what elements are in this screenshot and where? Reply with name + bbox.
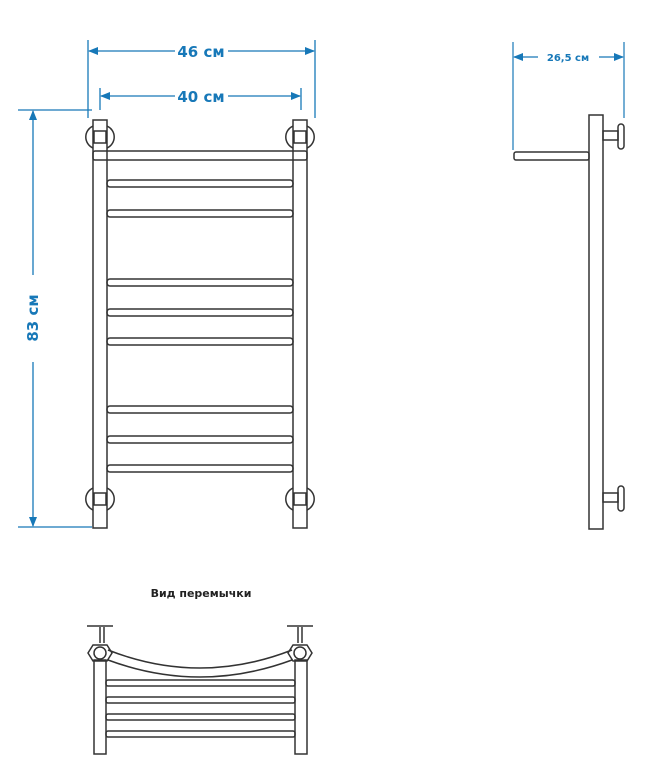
rung <box>106 464 294 473</box>
side-view <box>513 114 625 530</box>
side-dimensions <box>512 42 625 150</box>
rungs <box>106 179 294 473</box>
side-post <box>588 114 604 530</box>
left-post <box>92 119 108 529</box>
jumper-left-post <box>93 659 107 755</box>
rung <box>106 337 294 346</box>
rung <box>106 179 294 188</box>
jumper-view <box>87 625 313 755</box>
jumper-rung <box>105 696 296 704</box>
jumper-rung <box>105 730 296 738</box>
side-top-mount <box>602 130 619 141</box>
rung <box>106 308 294 317</box>
side-top-flange <box>617 123 625 150</box>
width-inner-label: 40 см <box>177 88 224 106</box>
jumper-right-post <box>294 659 308 755</box>
bottom-right-fitting <box>285 487 315 511</box>
rung <box>106 209 294 218</box>
jumper-left-nut <box>87 644 113 662</box>
top-right-fitting <box>285 125 315 149</box>
rung <box>106 405 294 414</box>
top-crossbar <box>92 150 308 161</box>
width-outer-label: 46 см <box>177 43 224 61</box>
bottom-left-fitting <box>85 487 115 511</box>
front-dimensions <box>18 40 316 528</box>
jumper-arc <box>107 649 293 669</box>
rung <box>106 278 294 287</box>
jumper-right-nut <box>287 644 313 662</box>
height-label: 83 см <box>24 294 42 341</box>
side-top-bar <box>513 151 590 161</box>
depth-label: 26,5 см <box>547 53 589 64</box>
jumper-rung <box>105 679 296 687</box>
right-post <box>292 119 308 529</box>
section-title: Вид перемычки <box>151 587 252 600</box>
side-bottom-flange <box>617 485 625 512</box>
front-view <box>85 119 315 529</box>
top-left-fitting <box>85 125 115 149</box>
rung <box>106 435 294 444</box>
side-bottom-mount <box>602 492 619 503</box>
jumper-rung <box>105 713 296 721</box>
